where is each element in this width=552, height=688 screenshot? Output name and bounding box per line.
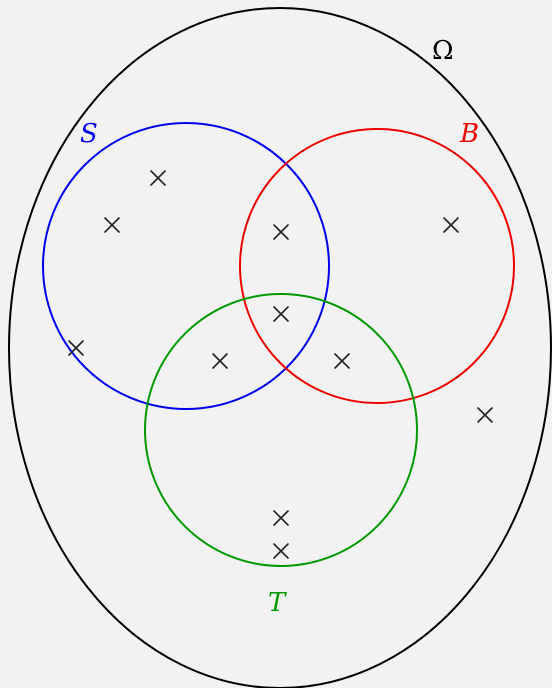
element-marker-stroke — [212, 353, 228, 369]
element-marker — [477, 407, 493, 423]
element-marker-stroke — [273, 543, 289, 559]
element-marker-stroke — [150, 170, 166, 186]
element-marker — [212, 353, 228, 369]
set-t-circle — [144, 293, 418, 567]
element-marker — [273, 224, 289, 240]
element-marker — [273, 510, 289, 526]
element-marker-stroke — [104, 217, 120, 233]
element-marker-stroke — [443, 217, 459, 233]
element-marker — [273, 306, 289, 322]
element-marker-stroke — [273, 510, 289, 526]
element-marker — [273, 543, 289, 559]
element-marker — [104, 217, 120, 233]
set-b-circle — [239, 128, 515, 404]
set-b-label: B — [459, 119, 479, 149]
element-marker — [334, 353, 350, 369]
set-t-label: T — [268, 588, 287, 618]
element-markers — [68, 170, 493, 559]
set-s-circle — [42, 122, 330, 410]
element-marker — [68, 340, 84, 356]
element-marker-stroke — [334, 353, 350, 369]
element-marker-stroke — [477, 407, 493, 423]
universe-label: Ω — [432, 36, 454, 66]
element-marker-stroke — [68, 340, 84, 356]
element-marker — [443, 217, 459, 233]
set-s-label: S — [80, 119, 98, 149]
element-marker — [150, 170, 166, 186]
universe-outline — [8, 7, 552, 688]
element-marker-stroke — [273, 224, 289, 240]
element-marker-stroke — [273, 306, 289, 322]
